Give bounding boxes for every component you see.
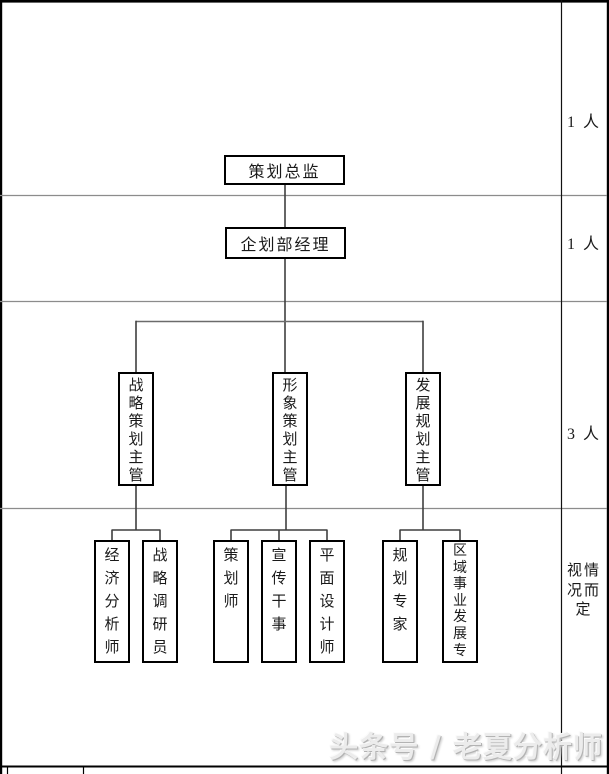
node-economic-analyst: 经济分析师: [94, 540, 130, 663]
node-manager-label: 企划部经理: [240, 237, 331, 254]
node-planner-label: 策划师: [223, 548, 239, 610]
node-manager: 企划部经理: [225, 227, 346, 259]
node-economic-analyst-label: 经济分析师: [104, 548, 120, 656]
node-planner: 策划师: [213, 540, 249, 663]
node-director-label: 策划总监: [248, 164, 321, 181]
headcount-row-2: 1 人: [566, 236, 601, 253]
node-strategy-researcher: 战略调研员: [142, 540, 178, 663]
node-supervisor-image: 形象策划主管: [272, 372, 308, 486]
node-strategy-researcher-label: 战略调研员: [152, 548, 168, 656]
node-planning-expert-label: 规划专家: [392, 548, 408, 633]
node-supervisor-development: 发展规划主管: [405, 372, 441, 486]
node-planning-expert: 规划专家: [382, 540, 418, 663]
node-director: 策划总监: [224, 155, 345, 185]
connector-lines: [111, 185, 461, 540]
node-graphic-designer: 平面设计师: [309, 540, 345, 663]
headcount-row-3: 3 人: [566, 426, 601, 443]
node-regional-business-developer: 区域事业发展专: [442, 540, 478, 663]
node-regional-business-developer-label: 区域事业发展专: [452, 544, 467, 659]
node-publicity-officer-label: 宣传干事: [271, 548, 287, 633]
node-supervisor-development-label: 发展规划主管: [415, 378, 431, 484]
node-publicity-officer: 宣传干事: [261, 540, 297, 663]
headcount-row-4: 视情况而定: [566, 563, 601, 618]
headcount-row-1: 1 人: [566, 114, 601, 131]
watermark: 头条号 / 老夏分析师: [329, 730, 603, 764]
node-supervisor-strategy-label: 战略策划主管: [128, 378, 144, 484]
node-graphic-designer-label: 平面设计师: [319, 548, 335, 656]
node-supervisor-image-label: 形象策划主管: [282, 378, 298, 484]
node-supervisor-strategy: 战略策划主管: [118, 372, 154, 486]
